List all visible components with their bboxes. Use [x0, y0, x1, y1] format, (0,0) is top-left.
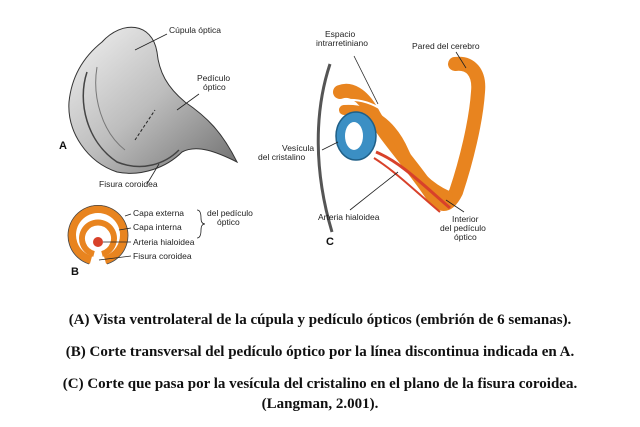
- label-espacio-1: Espacio: [325, 29, 356, 39]
- label-espacio-2: intrarretiniano: [316, 38, 368, 48]
- hyaloid-artery-c-2: [373, 157, 441, 213]
- leader-fisura: [146, 163, 160, 185]
- label-capa-externa: Capa externa: [133, 208, 185, 218]
- leader-pediculo: [176, 93, 200, 111]
- panel-b-letter: B: [71, 266, 79, 278]
- leader-arteria-c: [349, 171, 399, 211]
- caption-c: (C) Corte que pasa por la vesícula del c…: [62, 376, 578, 392]
- leader-cupula: [134, 33, 168, 51]
- label-capa-interna: Capa interna: [133, 222, 182, 232]
- surface-ectoderm: [316, 63, 334, 233]
- optic-cup-wall: [339, 104, 453, 201]
- leader-interior: [445, 199, 465, 213]
- lens-vesicle-section: [316, 51, 486, 233]
- label-pediculo-optico-2: óptico: [203, 82, 226, 92]
- inner-layer: [79, 219, 117, 257]
- label-pared-cerebro: Pared del cerebro: [412, 41, 480, 51]
- optic-cup-rim: [82, 71, 180, 168]
- optic-cup-inner: [95, 66, 126, 151]
- optic-cup-illustration: [68, 26, 239, 185]
- brace: [196, 209, 206, 239]
- optic-stalk-section: [67, 204, 206, 265]
- label-arteria-hialoidea-b: Arteria hialoidea: [133, 237, 195, 247]
- outer-outline: [67, 204, 129, 265]
- caption-b: (B) Corte transversal del pedículo óptic…: [65, 344, 575, 360]
- optic-cup-shape: [68, 26, 239, 174]
- lens-vesicle-lumen: [345, 122, 363, 150]
- outer-layer: [68, 204, 128, 264]
- panel-a-letter: A: [59, 140, 67, 152]
- label-interior-2: del pedículo: [440, 223, 486, 233]
- hyaloid-artery-c: [375, 150, 451, 210]
- leader-fisura-b: [98, 255, 132, 261]
- leader-capa-interna: [118, 227, 132, 231]
- leader-vesicula: [321, 141, 339, 151]
- leader-capa-externa: [124, 213, 132, 217]
- leader-pared: [455, 51, 467, 69]
- leader-espacio: [353, 55, 379, 105]
- label-interior-1: Interior: [452, 214, 479, 224]
- label-del-pediculo-2: óptico: [217, 217, 240, 227]
- label-interior-3: óptico: [454, 232, 477, 242]
- dashed-section-line: [134, 109, 156, 141]
- label-cupula-optica: Cúpula óptica: [169, 25, 221, 35]
- label-vesicula-2: del cristalino: [258, 152, 306, 162]
- label-arteria-hialoidea-c: Arteria hialoidea: [318, 212, 380, 222]
- intraretinal-space: [345, 98, 411, 143]
- label-fisura-coroidea-a: Fisura coroidea: [99, 179, 158, 189]
- caption-source: (Langman, 2.001).: [261, 396, 379, 412]
- panel-c-letter: C: [326, 236, 334, 248]
- caption-a: (A) Vista ventrolateral de la cúpula y p…: [68, 312, 572, 328]
- panel-c: Espacio intrarretiniano Pared del cerebr…: [258, 12, 512, 264]
- label-vesicula-1: Vesícula: [282, 143, 315, 153]
- label-del-pediculo-1: del pedículo: [207, 208, 253, 218]
- label-pediculo-optico-1: Pedículo: [197, 73, 231, 83]
- label-fisura-coroidea-b: Fisura coroidea: [133, 251, 192, 261]
- panel-a: Cúpula óptica Pedículo óptico Fisura cor…: [47, 12, 272, 200]
- panel-b: Capa externa Capa interna del pedículo ó…: [55, 198, 270, 286]
- hyaloid-artery: [93, 237, 103, 247]
